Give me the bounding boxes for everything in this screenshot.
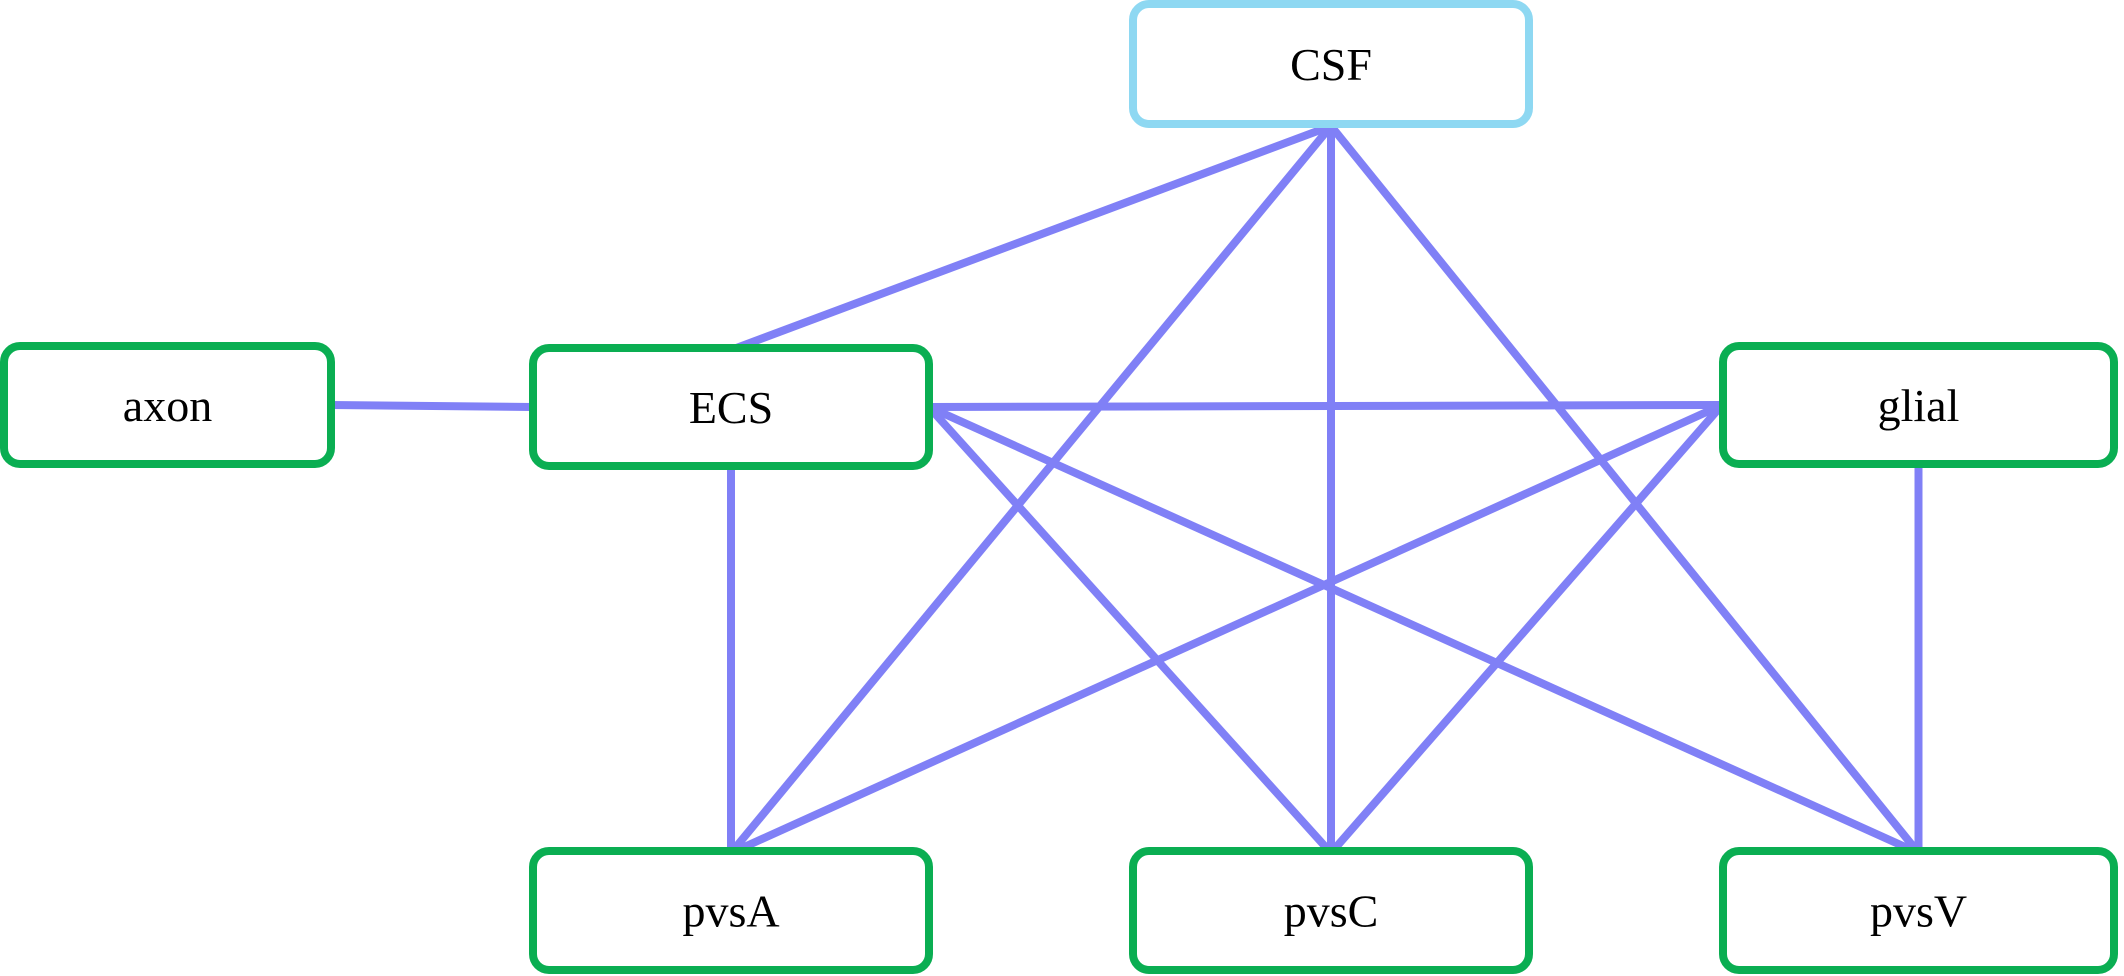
node-axon[interactable]: axon [0,342,335,468]
node-box [529,344,933,470]
node-box [1129,0,1533,128]
edge-csf-pvsv [1327,123,1922,856]
edge-glial-pvsa [729,401,1724,857]
node-ecs[interactable]: ECS [529,344,933,470]
node-box [1129,847,1533,974]
edge-csf-pvsa [727,123,1335,856]
edge-ecs-glial [928,401,1723,411]
node-box [1719,847,2118,974]
node-label: pvsA [682,886,779,937]
node-label: ECS [689,382,773,433]
node-box [1719,342,2118,468]
node-label: pvsC [1284,886,1379,937]
edge-ecs-pvsc [926,404,1334,856]
edge-axon-ecs [330,401,533,411]
edge-ecs-pvsv [927,403,1921,857]
node-pvsc[interactable]: pvsC [1129,847,1533,974]
edge-csf-ecs [729,122,1333,354]
node-label: glial [1878,380,1960,431]
node-label: axon [123,380,212,431]
node-box [0,342,335,468]
node-csf[interactable]: CSF [1129,0,1533,128]
edge-glial-pvsc [1327,402,1726,856]
node-glial[interactable]: glial [1719,342,2118,468]
node-label: pvsV [1870,886,1967,937]
node-pvsa[interactable]: pvsA [529,847,933,974]
edges-layer [330,122,1923,857]
node-pvsv[interactable]: pvsV [1719,847,2118,974]
node-label: CSF [1290,39,1372,90]
node-box [529,847,933,974]
